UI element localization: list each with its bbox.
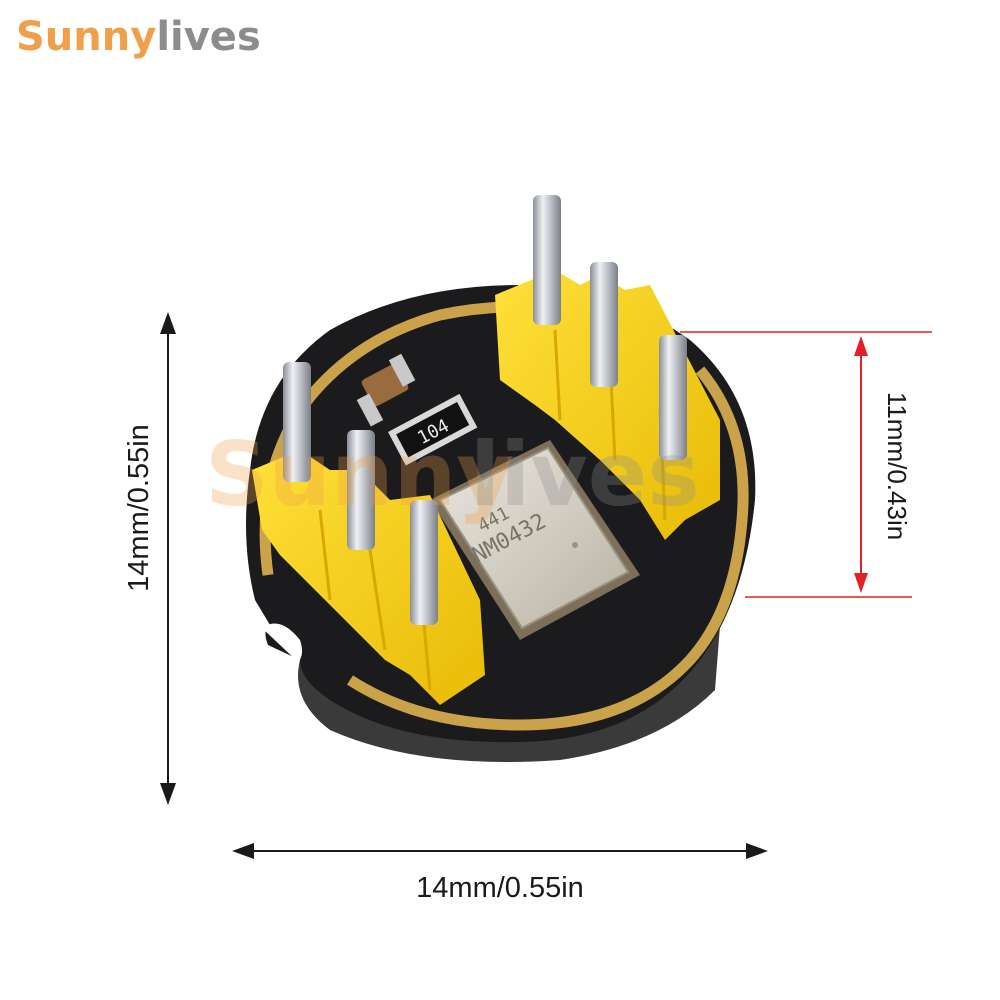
pin-height-dimension: 11mm/0.43in [680, 331, 932, 598]
watermark: Sunny lives [205, 423, 700, 526]
width-dimension: 14mm/0.55in [232, 843, 768, 904]
pin-2 [590, 262, 618, 387]
pin-6 [410, 500, 438, 625]
height-dimension: 14mm/0.55in [123, 312, 176, 805]
resistor: 104 [387, 393, 478, 466]
gold-ring-lower [347, 366, 749, 731]
brand-logo: Sunnylives [16, 14, 261, 60]
pin-4 [283, 362, 311, 482]
pin-1 [533, 195, 561, 325]
microphone-module: 441 NM0432 [430, 440, 640, 640]
capacitor [356, 353, 416, 427]
brand-logo-part1: Sunny [16, 14, 157, 60]
pin-5 [347, 430, 375, 550]
height-label: 14mm/0.55in [123, 424, 155, 592]
brand-logo-part2: lives [156, 14, 261, 60]
header-pins [283, 195, 687, 625]
pin-height-label: 11mm/0.43in [882, 392, 912, 540]
watermark-part1: Sunny [205, 423, 514, 526]
pin-3 [659, 335, 687, 460]
watermark-part2: lives [470, 423, 700, 526]
width-label: 14mm/0.55in [416, 872, 584, 904]
